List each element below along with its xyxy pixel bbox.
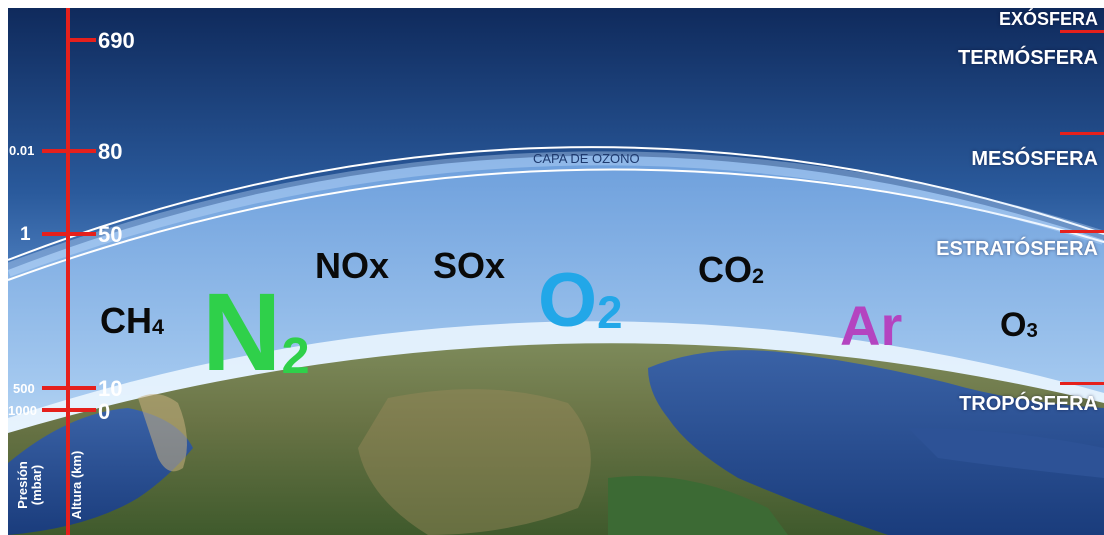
pressure-title-line1: Presión: [15, 461, 30, 509]
mesosphere-divider: [1060, 230, 1104, 233]
gas-o2: O2: [538, 263, 622, 339]
layer-thermosphere: TERMÓSFERA: [958, 47, 1098, 69]
altitude-tick-0: [42, 408, 96, 412]
gas-ar: Ar: [840, 294, 903, 357]
thermosphere-divider: [1060, 132, 1104, 135]
ozone-lower-line: [8, 168, 1104, 281]
gas-sox: SOx: [433, 245, 506, 286]
baja-peninsula: [138, 394, 187, 472]
gas-n2-sub: 2: [281, 326, 310, 384]
caribbean-sea: [908, 428, 1104, 478]
pressure-label-0-01: 0.01: [9, 143, 35, 158]
gas-nox: NOx: [315, 245, 390, 286]
gas-o3: O3: [1000, 308, 1038, 342]
gas-o3-base: O: [1000, 306, 1027, 344]
stratosphere-divider: [1060, 382, 1104, 385]
pacific-ocean: [8, 408, 193, 535]
altitude-label-80: 80: [98, 139, 123, 164]
pressure-label-1000: 1000: [8, 403, 37, 418]
pressure-title-line2: (mbar): [29, 464, 45, 506]
gas-ch4-base: CH: [100, 300, 152, 341]
horizon-glow: [8, 321, 1104, 448]
altitude-tick-50: [42, 232, 96, 236]
gas-o3-sub: 3: [1026, 320, 1038, 343]
pressure-label-500: 500: [13, 381, 35, 396]
earth-atmosphere-illustration: [8, 8, 1104, 535]
pressure-label-1: 1: [20, 224, 31, 245]
southern-forest: [608, 476, 788, 535]
mexico-plateau: [358, 389, 591, 535]
gas-n2: N2: [202, 278, 310, 388]
layer-stratosphere: ESTRATÓSFERA: [936, 238, 1098, 260]
altitude-label-10: 10: [98, 376, 123, 401]
ozone-layer-label: CAPA DE OZONO: [533, 151, 640, 166]
gulf-of-mexico: [648, 350, 1104, 535]
altitude-tick-10: [42, 386, 96, 390]
altitude-label-0: 0: [98, 399, 111, 424]
altitude-label-690: 690: [98, 28, 135, 53]
exosphere-divider: [1060, 30, 1104, 33]
gas-co2-base: CO: [698, 249, 752, 290]
gas-o2-sub: 2: [597, 287, 623, 339]
ozone-upper-line: [8, 146, 1104, 261]
gas-co2: CO2: [698, 252, 764, 288]
gas-co2-sub: 2: [752, 263, 765, 289]
scale-axis-line: [66, 8, 70, 535]
layer-mesosphere: MESÓSFERA: [971, 148, 1098, 170]
pressure-axis-title: Presión (mbar): [15, 440, 45, 530]
altitude-tick-80: [42, 149, 96, 153]
layer-exosphere: EXÓSFERA: [998, 9, 1098, 29]
gas-n2-base: N: [202, 271, 282, 394]
altitude-tick-690: [66, 38, 96, 42]
layer-troposphere: TROPÓSFERA: [959, 393, 1098, 415]
altitude-axis-title: Altura (km): [69, 450, 84, 520]
atmosphere-diagram: 690 80 50 10 0 0.01 1 500 1000 Presión (…: [8, 8, 1104, 535]
gas-ch4-sub: 4: [152, 314, 165, 340]
gas-ch4: CH4: [100, 303, 164, 339]
ozone-band: [8, 151, 1104, 277]
altitude-label-50: 50: [98, 222, 123, 247]
gas-o2-base: O: [538, 258, 598, 343]
